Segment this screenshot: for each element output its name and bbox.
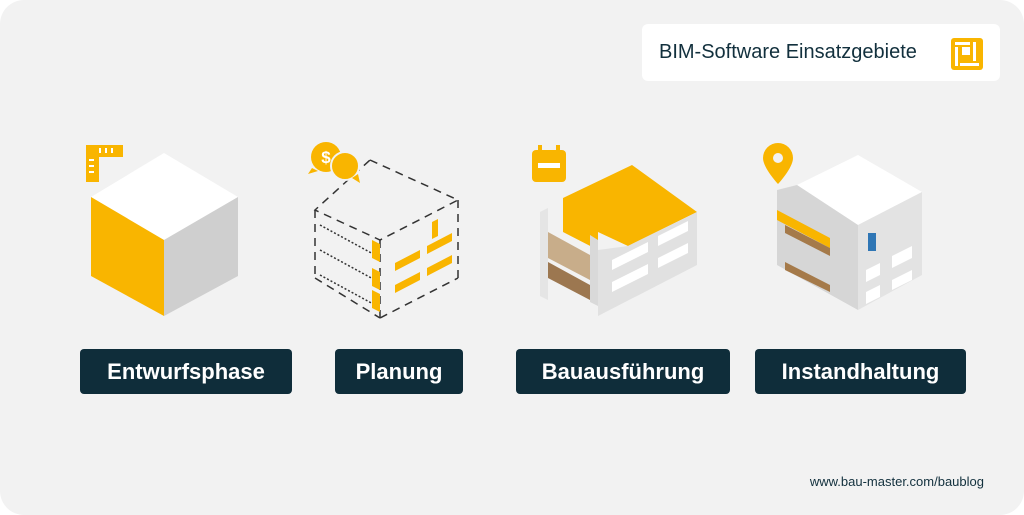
construction-building (540, 165, 697, 316)
design-cube (91, 153, 238, 316)
phase-label-instandhaltung: Instandhaltung (755, 349, 966, 394)
footer-url: www.bau-master.com/baublog (809, 474, 984, 489)
planning-wireframe (313, 159, 460, 319)
ruler-icon (86, 145, 123, 182)
bim-logo-icon (951, 38, 983, 70)
title-box: BIM-Software Einsatzgebiete (642, 24, 1000, 81)
maintenance-building (777, 155, 922, 310)
svg-text:$: $ (321, 148, 331, 167)
planning-windows (372, 219, 452, 312)
money-chat-icon: $ (308, 142, 360, 183)
phase-label-planung: Planung (335, 349, 463, 394)
calendar-icon (532, 145, 566, 182)
phase-label-bauausfuehrung: Bauausführung (516, 349, 730, 394)
page-title: BIM-Software Einsatzgebiete (659, 41, 917, 63)
phase-label-entwurfsphase: Entwurfsphase (80, 349, 292, 394)
location-pin-icon (763, 143, 793, 184)
